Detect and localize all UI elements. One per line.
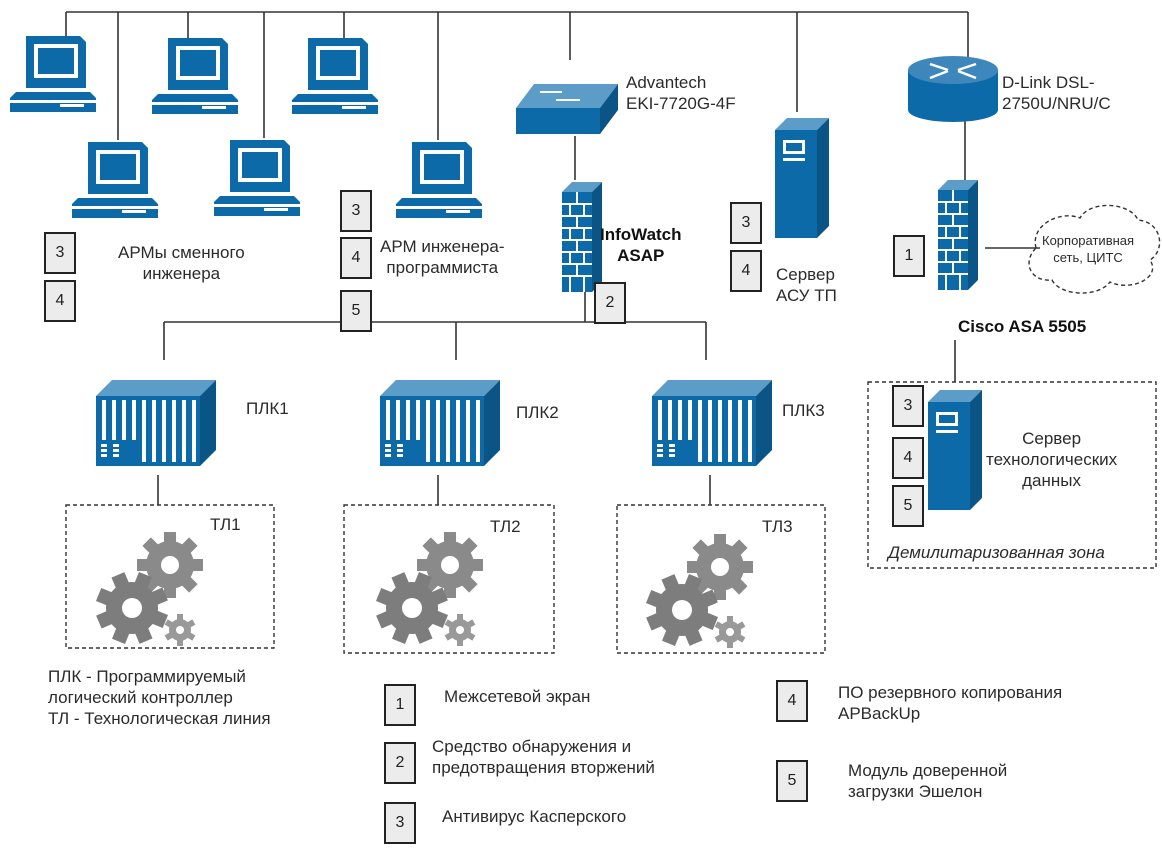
legend-badge: 5 (776, 760, 808, 802)
legend-badge: 1 (384, 684, 416, 726)
cisco-firewall-icon (937, 179, 979, 291)
badge-arm-programmer: 3 (340, 190, 372, 232)
dmz-zone (867, 381, 1157, 569)
plc1-label: ПЛК1 (246, 399, 289, 418)
acs-server-label: Сервер АСУ ТП (776, 265, 837, 305)
tl3-zone (616, 504, 826, 654)
arm-shift-pc-icon (292, 38, 378, 114)
infowatch-firewall-icon (561, 181, 603, 293)
cloud-label: Корпоративная сеть, ЦИТС (1042, 233, 1135, 265)
corporate-cloud-icon (1028, 204, 1161, 294)
plc3-icon (652, 380, 772, 466)
tl2-zone (343, 504, 555, 654)
acs-server-icon (775, 118, 829, 238)
dmz-label: Демилитаризованная зона (888, 543, 1105, 562)
arm-programmer-pc-icon (396, 142, 482, 218)
badge-acs-server: 3 (730, 202, 762, 244)
switch-icon (516, 84, 618, 134)
arm-shift-pc-icon (152, 38, 238, 114)
cisco-label: Cisco ASA 5505 (958, 317, 1087, 336)
badge-tech-server: 3 (892, 385, 924, 427)
badge-arm-programmer: 4 (340, 237, 372, 279)
arm-shift-pc-icon (214, 140, 300, 216)
plc3-label: ПЛК3 (782, 401, 825, 420)
abbreviations-note: ПЛК - Программируемый логический контрол… (48, 667, 271, 728)
plc2-label: ПЛК2 (516, 403, 559, 422)
badge-arm-shift: 3 (44, 232, 76, 274)
legend-badge: 4 (776, 680, 808, 722)
badge-tech-server: 5 (892, 485, 924, 527)
arm-shift-pc-icon (72, 142, 158, 218)
tl3-gears-icon (645, 534, 753, 648)
legend-text: Средство обнаружения и предотвращения вт… (432, 737, 655, 777)
badge-arm-shift: 4 (44, 280, 76, 322)
legend-text: Модуль доверенной загрузки Эшелон (848, 761, 1008, 801)
tl3-label: ТЛ3 (762, 517, 793, 536)
badge-tech-server: 4 (892, 437, 924, 479)
legend-text: Межсетевой экран (444, 687, 591, 706)
arm-shift-label: АРМы сменного инженера (118, 243, 245, 283)
badge-arm-programmer: 5 (340, 290, 372, 332)
tl1-gears-icon (95, 532, 203, 646)
legend-text: ПО резервного копирования APBackUp (838, 683, 1063, 723)
legend-badge: 2 (384, 742, 416, 784)
badge-ids: 2 (594, 282, 626, 324)
tl2-gears-icon (375, 532, 483, 646)
tl2-label: ТЛ2 (490, 517, 521, 536)
switch-label: Advantech EKI-7720G-4F (626, 73, 736, 113)
router-label: D-Link DSL- 2750U/NRU/C (1002, 73, 1111, 113)
tl1-label: ТЛ1 (210, 515, 241, 534)
arm-programmer-label: АРМ инженера- программиста (380, 237, 505, 277)
infowatch-label: InfoWatch ASAP (600, 225, 682, 265)
arm-shift-pc-icon (10, 36, 96, 112)
legend-badge: 3 (384, 802, 416, 844)
tech-server-icon (928, 390, 982, 510)
plc1-icon (96, 380, 216, 466)
tl1-zone (65, 504, 275, 649)
tech-server-label: Сервер технологических данных (986, 429, 1118, 490)
router-icon (908, 56, 998, 122)
plc2-icon (380, 380, 500, 466)
legend-text: Антивирус Касперского (442, 807, 627, 826)
badge-acs-server: 4 (730, 250, 762, 292)
badge-cisco: 1 (893, 235, 925, 277)
